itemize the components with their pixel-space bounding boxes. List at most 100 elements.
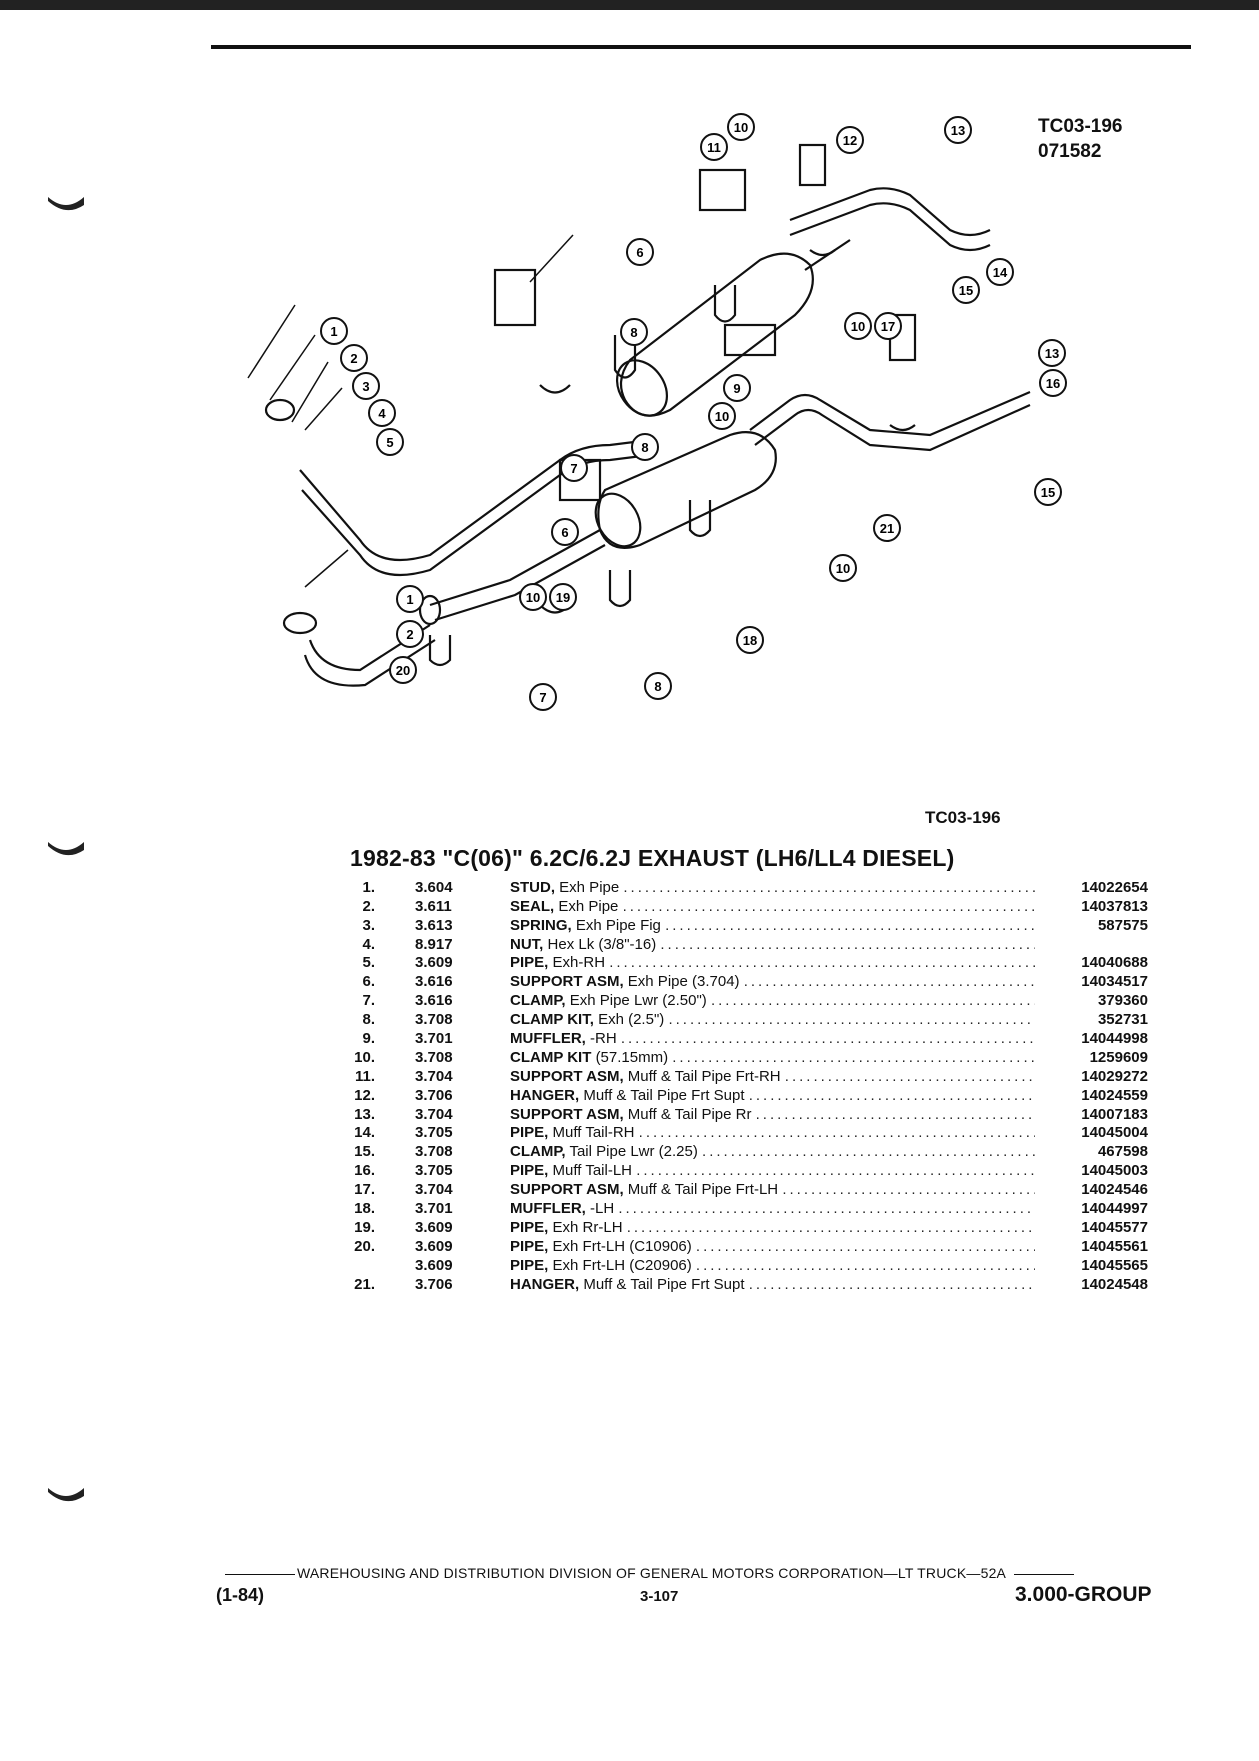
part-detail: Muff & Tail Pipe Frt Supt: [583, 1275, 745, 1293]
support-6-rh: [493, 268, 537, 327]
item-number: 1.: [362, 878, 375, 896]
leader-dots: ........................................…: [695, 1256, 1035, 1274]
header-rule: [211, 45, 1191, 49]
part-number: 14044998: [1081, 1030, 1148, 1048]
item-number: 12.: [354, 1086, 375, 1104]
part-description: PIPE, Muff Tail-LH .....................…: [510, 1161, 1040, 1180]
section-title: 1982-83 "C(06)" 6.2C/6.2J EXHAUST (LH6/L…: [350, 845, 955, 871]
callout-10-right: 10: [829, 554, 857, 582]
part-number: 14024548: [1081, 1275, 1148, 1293]
part-number: 14045577: [1081, 1218, 1148, 1236]
reference-block: TC03-196 071582: [1038, 114, 1123, 164]
group-number: 3.708: [415, 1143, 453, 1161]
callout-10-mid: 10: [844, 312, 872, 340]
part-number: 14045003: [1081, 1162, 1148, 1180]
diagram-caption: TC03-196: [925, 808, 1001, 827]
part-detail: Exh Pipe Lwr (2.50"): [569, 992, 707, 1010]
part-number: 14045561: [1081, 1237, 1148, 1255]
callout-10-top: 10: [727, 113, 755, 141]
item-number: 3.: [362, 916, 375, 934]
part-detail: Muff & Tail Pipe Frt Supt: [583, 1086, 745, 1104]
callout-8-top: 8: [620, 318, 648, 346]
leader-dots: ........................................…: [672, 1048, 1035, 1066]
group-number: 3.704: [415, 1105, 453, 1123]
part-name: SUPPORT ASM,: [510, 973, 624, 991]
item-number: 2.: [362, 897, 375, 915]
callout-9: 9: [723, 374, 751, 402]
part-number: 14024546: [1081, 1181, 1148, 1199]
leader-dots: ........................................…: [620, 1030, 1035, 1048]
part-number: 14029272: [1081, 1067, 1148, 1085]
part-name: STUD,: [510, 878, 555, 896]
part-number: 1259609: [1089, 1048, 1148, 1066]
leader-dots: ........................................…: [665, 916, 1035, 934]
callout-1-top: 1: [320, 317, 348, 345]
group-number: 8.917: [415, 935, 453, 953]
part-detail: Exh Pipe (3.704): [627, 973, 740, 991]
callout-1-lower: 1: [396, 585, 424, 613]
group-number: 3.611: [415, 897, 452, 915]
callout-12: 12: [836, 126, 864, 154]
group-number: 3.705: [415, 1124, 453, 1142]
part-detail: (57.15mm): [595, 1048, 669, 1066]
part-description: SEAL, Exh Pipe .........................…: [510, 897, 1040, 916]
svg-text:10: 10: [715, 409, 729, 424]
part-description: CLAMP KIT, Exh (2.5") ..................…: [510, 1010, 1040, 1029]
pipe-rear-lh: [429, 529, 601, 607]
svg-text:9: 9: [733, 381, 740, 396]
leader-dots: ........................................…: [784, 1067, 1035, 1085]
svg-text:10: 10: [526, 590, 540, 605]
callout-15-top: 15: [952, 276, 980, 304]
tail-pipe-lh: [749, 390, 1031, 437]
part-name: HANGER,: [510, 1086, 580, 1104]
group-number: 3.701: [415, 1030, 453, 1048]
callout-7-top: 7: [560, 454, 588, 482]
item-number: 14.: [354, 1124, 375, 1142]
group-number: 3.708: [415, 1048, 453, 1066]
leader-dots: ........................................…: [638, 1124, 1035, 1142]
item-number: 16.: [354, 1162, 375, 1180]
group-number: 3.613: [415, 916, 453, 934]
svg-text:6: 6: [636, 245, 643, 260]
flange-lh: [282, 611, 318, 635]
part-number: 467598: [1097, 1143, 1148, 1161]
callout-17: 17: [874, 312, 902, 340]
svg-text:15: 15: [959, 283, 973, 298]
item-number: 8.: [362, 1011, 375, 1029]
part-number: 352731: [1097, 1011, 1148, 1029]
callout-3: 3: [352, 372, 380, 400]
svg-text:13: 13: [1045, 346, 1059, 361]
muffler-lh: [594, 431, 777, 549]
item-number: 11.: [354, 1067, 375, 1085]
part-number: 14024559: [1081, 1086, 1148, 1104]
group-number: 3.704: [415, 1181, 453, 1199]
svg-text:12: 12: [843, 133, 857, 148]
part-detail: Exh Pipe: [558, 897, 619, 915]
svg-text:3: 3: [362, 379, 369, 394]
part-description: SUPPORT ASM, Muff & Tail Pipe Frt-LH ...…: [510, 1180, 1040, 1199]
svg-text:8: 8: [654, 679, 661, 694]
callout-18: 18: [736, 626, 764, 654]
group-number: 3.604: [415, 878, 453, 896]
svg-text:8: 8: [630, 325, 637, 340]
part-detail: Exh-RH: [552, 954, 606, 972]
leader-dots: ........................................…: [695, 1237, 1035, 1255]
item-number: 15.: [354, 1143, 375, 1161]
part-name: SEAL,: [510, 897, 555, 915]
footer-division-line: WAREHOUSING AND DISTRIBUTION DIVISION OF…: [225, 1565, 1075, 1581]
item-number: 10.: [354, 1048, 375, 1066]
support-13-rh: [798, 143, 827, 187]
binder-mark: [48, 842, 84, 856]
part-detail: Muff & Tail Pipe Rr: [627, 1105, 752, 1123]
svg-text:2: 2: [350, 351, 357, 366]
svg-text:6: 6: [561, 525, 568, 540]
item-number: 4.: [362, 935, 375, 953]
part-detail: Muff & Tail Pipe Frt-LH: [627, 1181, 779, 1199]
callout-16: 16: [1039, 369, 1067, 397]
